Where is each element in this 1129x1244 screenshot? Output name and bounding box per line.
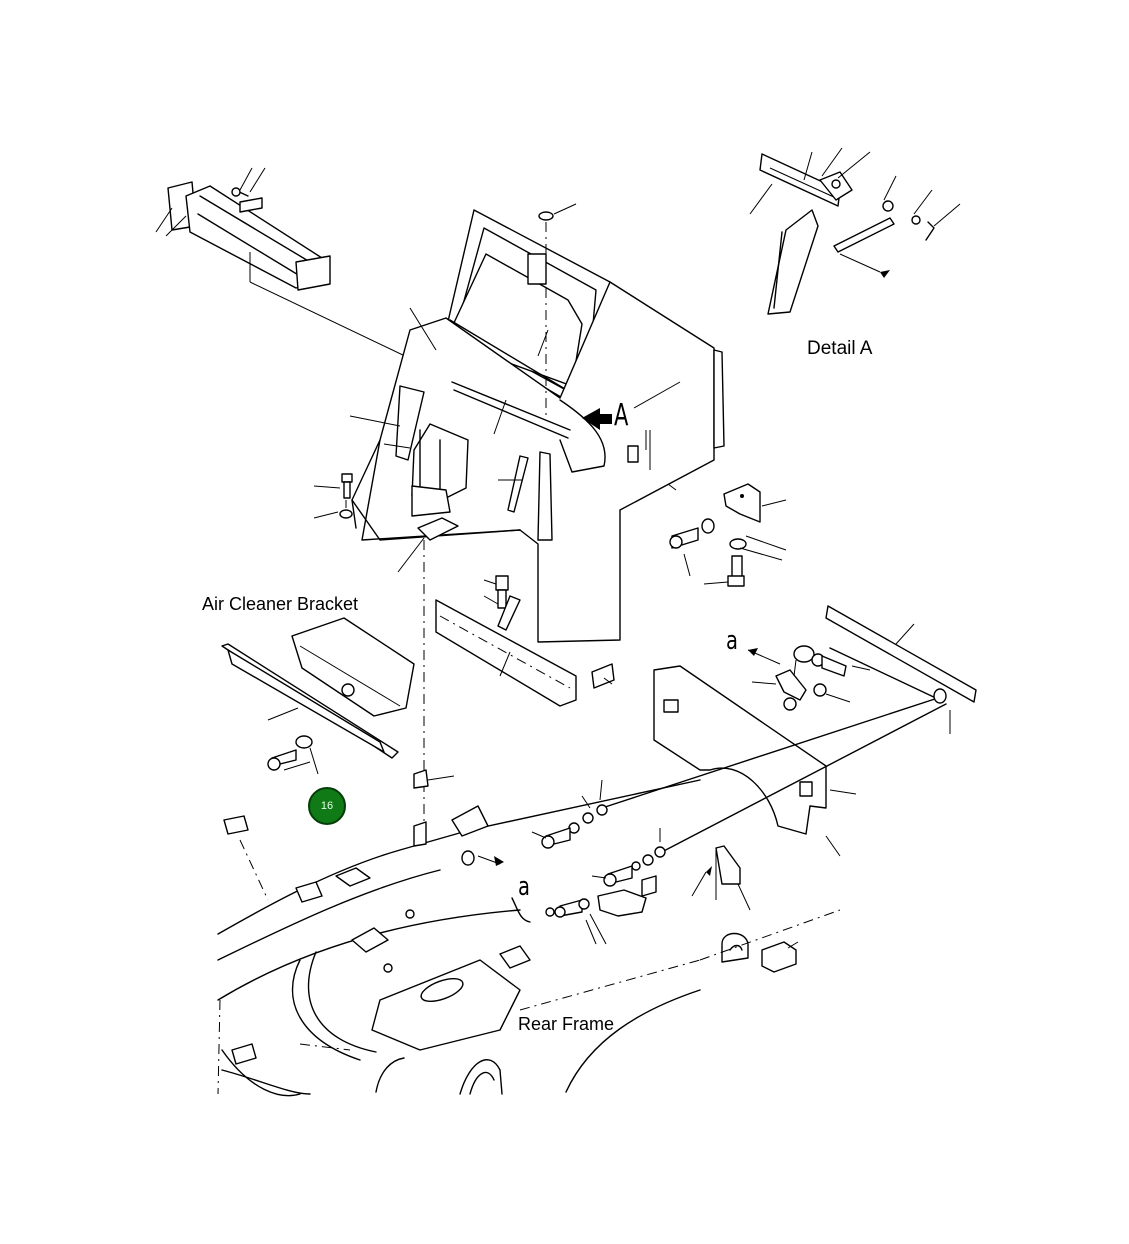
- fender-panel-part: [601, 605, 977, 857]
- ref-a-lower-letter: a: [518, 872, 530, 902]
- rear-frame-part: [217, 779, 841, 1097]
- support-beam-part: [155, 167, 431, 369]
- view-a-letter: A: [614, 398, 629, 433]
- bolt-set-lower: [531, 779, 799, 973]
- cover-clip-hardware: [413, 575, 615, 789]
- detail-a-label: Detail A: [807, 338, 873, 359]
- ref-a-upper-letter: a: [726, 626, 738, 656]
- air-cleaner-bracket-part: [221, 617, 415, 775]
- hood-assembly: [349, 203, 725, 643]
- air-cleaner-bracket-label: Air Cleaner Bracket: [202, 594, 359, 614]
- link-pin-hardware: [747, 645, 871, 711]
- rear-frame-label: Rear Frame: [518, 1014, 615, 1034]
- detail-a-view: [749, 147, 961, 315]
- callout-number: 16: [320, 800, 334, 812]
- hood-mount-hardware-right: [667, 483, 787, 587]
- hood-mount-hardware-left: [313, 473, 459, 840]
- callout-marker-16[interactable]: 16: [308, 787, 346, 825]
